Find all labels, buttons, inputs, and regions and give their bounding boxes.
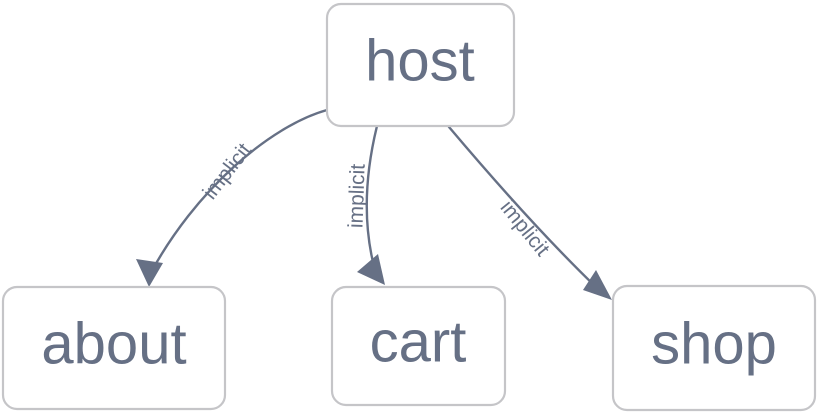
arrowhead-icon	[136, 259, 163, 287]
edge-host-shop[interactable]: implicit	[447, 125, 612, 300]
arrowhead-icon	[583, 270, 612, 300]
node-about[interactable]: about	[1, 285, 227, 411]
node-shop[interactable]: shop	[611, 284, 817, 412]
edge-path	[365, 124, 379, 276]
edge-label: implicit	[198, 139, 256, 204]
node-cart[interactable]: cart	[330, 285, 507, 407]
node-host[interactable]: host	[325, 2, 516, 128]
node-label: about	[41, 311, 186, 376]
edge-host-about[interactable]: implicit	[136, 108, 329, 287]
edge-label: implicit	[496, 196, 554, 260]
node-box	[325, 2, 516, 128]
edges-layer: implicit implicit implicit	[136, 108, 612, 300]
node-label: cart	[370, 309, 467, 374]
node-box	[611, 284, 817, 412]
node-label: shop	[651, 311, 777, 376]
edge-host-cart[interactable]: implicit	[344, 124, 385, 285]
node-box	[330, 285, 507, 407]
node-label: host	[365, 28, 475, 93]
edge-path	[147, 108, 329, 278]
node-box	[1, 285, 227, 411]
edge-label: implicit	[344, 163, 369, 228]
arrowhead-icon	[357, 254, 385, 285]
edge-path	[447, 125, 600, 291]
